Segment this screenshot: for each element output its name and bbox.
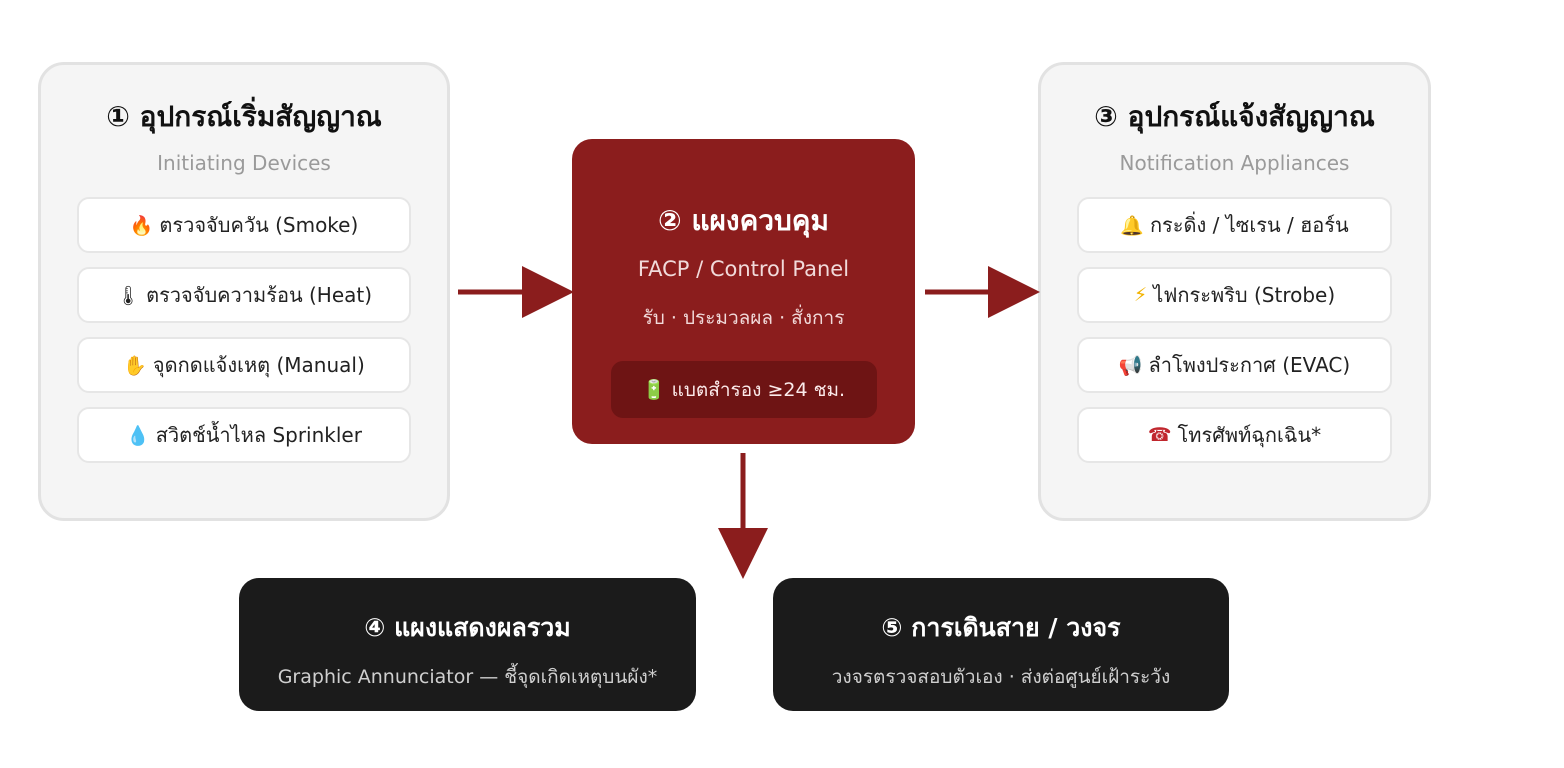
- notification-item-strobe: ⚡ ไฟกระพริบ (Strobe): [1077, 267, 1392, 323]
- notification-appliances-panel: ③ อุปกรณ์แจ้งสัญญาณ Notification Applian…: [1038, 62, 1431, 521]
- notification-item-label: โทรศัพท์ฉุกเฉิน*: [1177, 423, 1322, 447]
- notification-item-bell: 🔔 กระดิ่ง / ไซเรน / ฮอร์น: [1077, 197, 1392, 253]
- initiating-subtitle: Initiating Devices: [157, 151, 331, 175]
- megaphone-icon: 📢: [1118, 354, 1143, 377]
- notification-item-label: กระดิ่ง / ไซเรน / ฮอร์น: [1149, 213, 1349, 237]
- initiating-item-label: จุดกดแจ้งเหตุ (Manual): [152, 353, 365, 377]
- water-drop-icon: 💧: [126, 424, 150, 447]
- arrow-head-right-2: [988, 266, 1040, 318]
- notification-item-label: ลำโพงประกาศ (EVAC): [1148, 353, 1351, 377]
- notification-item-list: 🔔 กระดิ่ง / ไซเรน / ฮอร์น ⚡ ไฟกระพริบ (S…: [1077, 197, 1392, 463]
- wiring-subtitle: วงจรตรวจสอบตัวเอง · ส่งต่อศูนย์เฝ้าระวัง: [831, 666, 1171, 688]
- wiring-box: ⑤ การเดินสาย / วงจร วงจรตรวจสอบตัวเอง · …: [773, 578, 1229, 711]
- annunciator-box: ④ แผงแสดงผลรวม Graphic Annunciator — ชี้…: [239, 578, 696, 711]
- control-functions: รับ · ประมวลผล · สั่งการ: [642, 307, 845, 329]
- initiating-item-label: ตรวจจับความร้อน (Heat): [146, 283, 373, 307]
- initiating-item-heat: 🌡 ตรวจจับความร้อน (Heat): [77, 267, 411, 323]
- initiating-devices-panel: ① อุปกรณ์เริ่มสัญญาณ Initiating Devices …: [38, 62, 450, 521]
- notification-title: ③ อุปกรณ์แจ้งสัญญาณ: [1094, 100, 1375, 133]
- battery-label: แบตสำรอง ≥24 ชม.: [671, 378, 846, 401]
- initiating-item-manual: ✋ จุดกดแจ้งเหตุ (Manual): [77, 337, 411, 393]
- control-title: ② แผงควบคุม: [658, 204, 829, 237]
- wiring-title: ⑤ การเดินสาย / วงจร: [881, 613, 1121, 642]
- initiating-item-label: สวิตช์น้ำไหล Sprinkler: [155, 423, 362, 447]
- annunciator-title: ④ แผงแสดงผลรวม: [364, 613, 571, 642]
- initiating-item-label: ตรวจจับควัน (Smoke): [159, 213, 359, 237]
- battery-icon: 🔋: [641, 379, 666, 401]
- notification-subtitle: Notification Appliances: [1119, 151, 1350, 175]
- initiating-item-sprinkler: 💧 สวิตช์น้ำไหล Sprinkler: [77, 407, 411, 463]
- battery-badge: 🔋 แบตสำรอง ≥24 ชม.: [610, 361, 877, 418]
- fire-icon: 🔥: [129, 214, 154, 237]
- notification-item-phone: ☎ โทรศัพท์ฉุกเฉิน*: [1077, 407, 1392, 463]
- notification-item-speaker: 📢 ลำโพงประกาศ (EVAC): [1077, 337, 1392, 393]
- telephone-icon: ☎: [1147, 424, 1172, 446]
- initiating-item-list: 🔥 ตรวจจับควัน (Smoke) 🌡 ตรวจจับความร้อน …: [77, 197, 411, 463]
- control-subtitle: FACP / Control Panel: [637, 257, 850, 281]
- annunciator-subtitle: Graphic Annunciator — ชี้จุดเกิดเหตุบนผั…: [277, 666, 658, 688]
- initiating-item-smoke: 🔥 ตรวจจับควัน (Smoke): [77, 197, 411, 253]
- bell-icon: 🔔: [1120, 214, 1144, 237]
- arrow-head-down: [718, 528, 768, 579]
- control-panel-box: ② แผงควบคุม FACP / Control Panel รับ · ป…: [572, 139, 915, 444]
- hand-icon: ✋: [123, 354, 147, 377]
- lightning-icon: ⚡: [1133, 284, 1148, 306]
- thermometer-icon: 🌡: [115, 284, 141, 307]
- notification-item-label: ไฟกระพริบ (Strobe): [1153, 283, 1336, 307]
- arrow-head-right-1: [522, 266, 574, 318]
- initiating-title: ① อุปกรณ์เริ่มสัญญาณ: [106, 100, 382, 133]
